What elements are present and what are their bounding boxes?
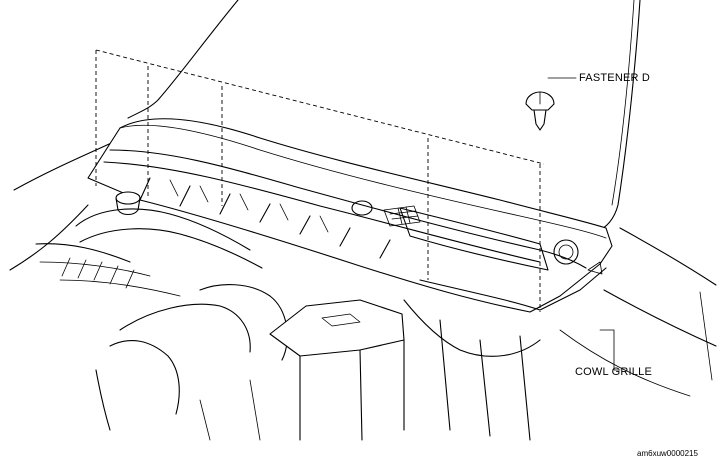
windshield [127,0,641,233]
right-fender [603,227,717,381]
fastener-d-label: FASTENER D [579,72,651,84]
cowl-grille-leader [599,329,621,371]
cowl-grille-label: COWL GRILLE [575,366,652,378]
engine-bay [35,191,691,441]
figure-code: am6xuw0000215 [637,449,698,458]
cowl-grille [87,118,613,313]
left-fender [9,139,119,271]
fastener-leader-lines [95,49,545,312]
fastener-d-icon [525,77,577,131]
